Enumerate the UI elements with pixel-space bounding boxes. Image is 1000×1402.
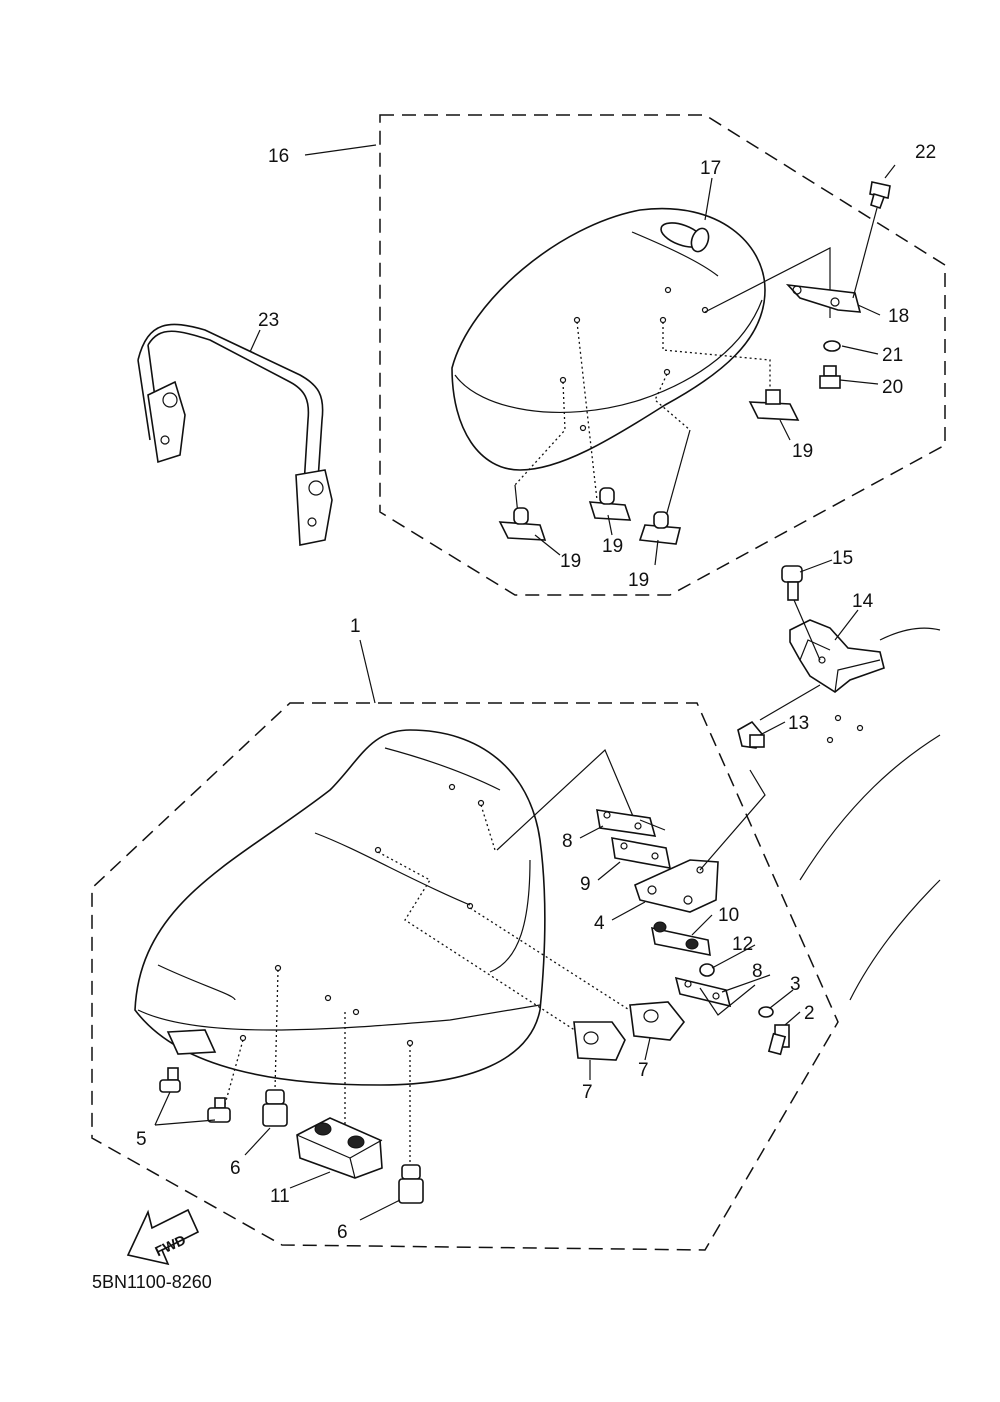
callout-19-center: 19 bbox=[602, 536, 623, 557]
block-11 bbox=[296, 1117, 383, 1179]
nut-7-left bbox=[573, 1021, 626, 1061]
callout-3: 3 bbox=[790, 974, 801, 995]
callout-9: 9 bbox=[580, 874, 591, 895]
callout-19-right: 19 bbox=[792, 441, 813, 462]
callout-numbers: 16 17 22 23 18 21 20 19 19 19 19 15 14 1… bbox=[136, 142, 936, 1243]
clip-19-lower bbox=[638, 511, 682, 545]
callout-14: 14 bbox=[852, 591, 874, 612]
front-seat-assembly bbox=[91, 702, 839, 1251]
grab-bar-23 bbox=[137, 323, 333, 546]
callout-20: 20 bbox=[882, 377, 903, 398]
damper-6-upper bbox=[262, 1089, 288, 1127]
rear-seat-assembly bbox=[379, 114, 946, 596]
bolt-13 bbox=[737, 720, 765, 749]
callout-10: 10 bbox=[718, 905, 739, 926]
frame-bracket-14 bbox=[759, 619, 941, 744]
clip-19-right bbox=[748, 389, 800, 421]
callout-8-upper: 8 bbox=[562, 831, 573, 852]
callout-4: 4 bbox=[594, 913, 605, 934]
callout-12: 12 bbox=[732, 934, 753, 955]
callout-11: 11 bbox=[270, 1186, 290, 1207]
callout-7-left: 7 bbox=[582, 1082, 593, 1103]
callout-15: 15 bbox=[832, 548, 853, 569]
bolt-22 bbox=[852, 181, 891, 299]
collar-12 bbox=[699, 963, 715, 977]
callout-23: 23 bbox=[258, 310, 279, 331]
rear-seat-boundary bbox=[379, 114, 946, 596]
callout-19-lower: 19 bbox=[628, 570, 649, 591]
callout-2: 2 bbox=[804, 1003, 815, 1024]
callout-leaders bbox=[154, 144, 896, 1221]
washer-3 bbox=[758, 1006, 774, 1018]
bolt-2 bbox=[767, 1024, 790, 1056]
callout-7-right: 7 bbox=[638, 1060, 649, 1081]
stud-5-right bbox=[207, 1097, 231, 1123]
plate-8-upper bbox=[596, 809, 657, 837]
stud-5-left bbox=[159, 1067, 181, 1093]
nut-7-right bbox=[629, 1001, 686, 1041]
front-seat-pad bbox=[134, 729, 546, 1086]
bracket-4 bbox=[634, 859, 719, 913]
callout-1: 1 bbox=[350, 616, 361, 637]
callout-22: 22 bbox=[915, 142, 936, 163]
callout-6-lower: 6 bbox=[337, 1222, 348, 1243]
washer-21 bbox=[823, 340, 841, 352]
damper-6-lower bbox=[398, 1164, 424, 1204]
catalog-code: 5BN1100-8260 bbox=[92, 1272, 212, 1292]
forward-direction-arrow: FWD bbox=[126, 1208, 200, 1266]
callout-8-lower: 8 bbox=[752, 961, 763, 982]
clip-19-left bbox=[498, 507, 547, 541]
front-seat-boundary bbox=[91, 702, 839, 1251]
callout-5: 5 bbox=[136, 1129, 147, 1150]
grab-handle-17 bbox=[660, 222, 710, 253]
bolt-20 bbox=[819, 365, 841, 389]
stay-10 bbox=[650, 921, 711, 957]
callout-17: 17 bbox=[700, 158, 721, 179]
callout-6-upper: 6 bbox=[230, 1158, 241, 1179]
bolt-15 bbox=[781, 565, 821, 661]
callout-21: 21 bbox=[882, 345, 903, 366]
rear-seat-pad bbox=[451, 207, 766, 471]
callout-18: 18 bbox=[888, 306, 909, 327]
bracket-18 bbox=[785, 283, 862, 313]
callout-19-left: 19 bbox=[560, 551, 581, 572]
callout-16: 16 bbox=[268, 146, 289, 167]
plate-9 bbox=[611, 837, 672, 869]
clip-19-center bbox=[588, 487, 632, 521]
callout-13: 13 bbox=[788, 713, 809, 734]
